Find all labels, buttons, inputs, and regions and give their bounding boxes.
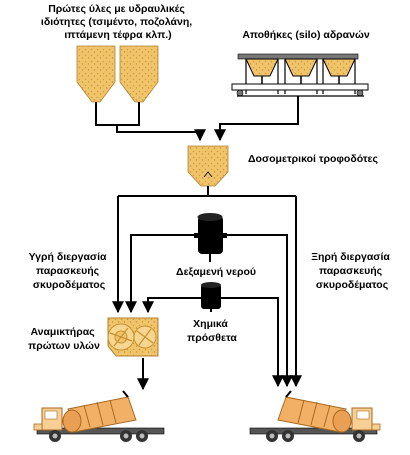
concrete-truck-icon xyxy=(249,390,381,442)
mixer-label: Αναμικτήρας πρώτων υλών xyxy=(28,326,100,352)
dry-process-label: Ξηρή διεργασία παρασκευής σκυροδέματος xyxy=(311,251,393,291)
process-lines xyxy=(112,195,302,388)
raw-material-silo-icon xyxy=(76,45,159,108)
admixture-tank-icon xyxy=(201,282,221,312)
feed-lines xyxy=(95,96,299,142)
water-tank-label: Δεξαμενή νερού xyxy=(176,266,256,278)
raw-materials-label: Πρώτες ύλες με υδραυλικές ιδιότητες (τσι… xyxy=(41,3,195,41)
aggregate-silos-label: Αποθήκες (silo) αδρανών xyxy=(242,29,370,41)
water-tank-icon xyxy=(194,213,227,262)
wet-process-label: Υγρή διεργασία παρασκευής σκυροδέματος xyxy=(29,251,110,291)
mixer-icon xyxy=(107,317,159,391)
dosing-feeders-label: Δοσομετρικοί τροφοδότες xyxy=(248,153,378,165)
admixtures-label: Χημικά πρόσθετα xyxy=(187,318,237,344)
aggregate-silo-icon xyxy=(231,53,369,97)
admixture-lines xyxy=(142,297,284,388)
water-lines xyxy=(125,234,293,388)
concrete-truck-icon xyxy=(33,390,165,442)
dosing-hopper-icon xyxy=(187,145,229,196)
